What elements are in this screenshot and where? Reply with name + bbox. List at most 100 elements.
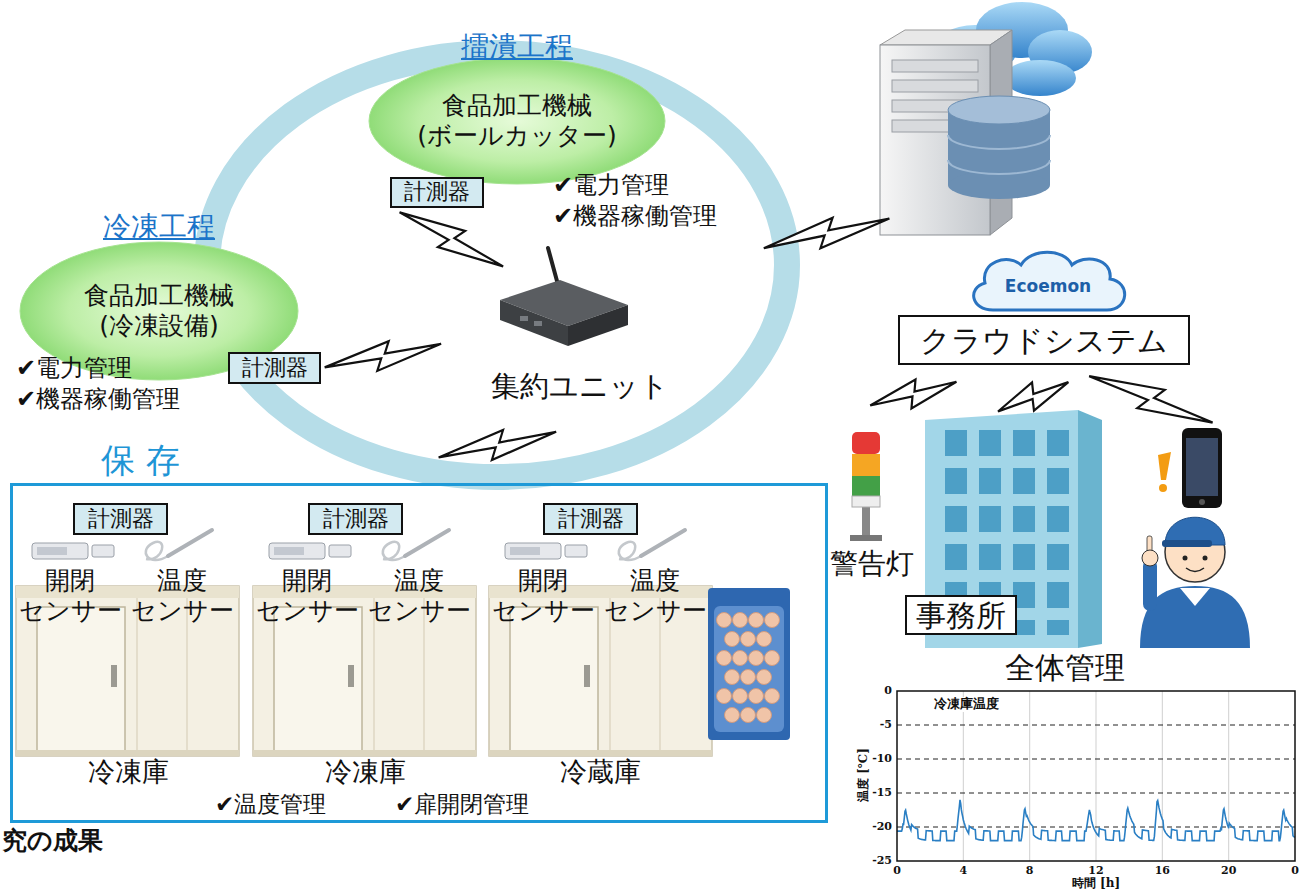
wireless-bolt: [761, 202, 892, 264]
temperature-chart: [897, 793, 1295, 794]
cloud-server-illustration: [880, 30, 1012, 45]
room-label: 冷凍庫: [295, 757, 435, 787]
room-label: 冷蔵庫: [530, 757, 670, 787]
food-piece: [757, 708, 772, 723]
food-piece: [725, 632, 740, 647]
signal-tower-illustration: [852, 476, 880, 496]
food-piece: [757, 632, 772, 647]
wireless-bolt: [867, 366, 959, 422]
temperature-chart: [897, 725, 1295, 726]
device-label: 集約ユニット: [470, 370, 690, 403]
meter-box: 計測器: [308, 503, 403, 535]
meter-label: 計測器: [242, 356, 308, 380]
food-piece: [733, 651, 748, 666]
smartphone-illustration: [1199, 499, 1205, 505]
check-item: ✔扉開閉管理: [395, 792, 529, 817]
worker-illustration: [1140, 452, 1250, 648]
signal-tower-illustration: [852, 496, 880, 507]
wireless-bolt: [994, 367, 1073, 426]
cloud-outline: [974, 252, 1125, 310]
tick-label: -5: [854, 718, 892, 731]
check-item: ✔機器稼働管理: [16, 386, 180, 414]
sensor-label: 温度 センサー: [363, 566, 475, 626]
worker-illustration: [1158, 452, 1171, 480]
food-piece: [733, 689, 748, 704]
door-sensor-illustration: [505, 543, 587, 559]
process-heading: 擂潰工程: [367, 30, 667, 64]
food-piece: [741, 708, 756, 723]
worker-illustration: [1162, 540, 1212, 547]
check-item: ✔電力管理: [16, 355, 132, 383]
worker-illustration: [1159, 484, 1167, 492]
tick-label: 0: [854, 684, 892, 697]
tick-label: -20: [854, 820, 892, 833]
cloud-server-illustration: [880, 2, 1092, 235]
system-box: クラウドシステム: [898, 315, 1190, 365]
worker-illustration: [1180, 588, 1210, 606]
tick-label: 12: [1078, 864, 1114, 877]
worker-illustration: [1186, 568, 1204, 572]
cloud-server-illustration: [892, 80, 978, 92]
wireless-bolt: [323, 328, 444, 385]
axis-title: 温度 [℃]: [857, 735, 871, 815]
worker-illustration: [1142, 550, 1158, 566]
food-piece: [749, 651, 764, 666]
cloud-server-illustration: [948, 135, 1050, 149]
signal-tower-illustration: [850, 432, 882, 541]
temperature-chart: [1162, 691, 1163, 861]
food-piece: [717, 613, 732, 628]
tick-label: 8: [1012, 864, 1048, 877]
aggregation-unit-illustration: [520, 316, 528, 321]
temperature-chart: [897, 691, 1295, 861]
cloud-server-illustration: [948, 160, 1050, 174]
process-body: 食品加工機械 (冷凍設備): [28, 281, 290, 341]
box-label: 事務所: [916, 599, 1006, 632]
cloud-server-illustration: [948, 171, 1050, 199]
sensor-label: 開閉 センサー: [14, 566, 126, 626]
food-piece: [749, 613, 764, 628]
process-body: 食品加工機械 (ボールカッター): [377, 91, 657, 151]
worker-illustration: [1203, 556, 1208, 561]
process-ellipse: 擂潰工程食品加工機械 (ボールカッター): [367, 30, 667, 186]
service-cloud: Ecoemon: [963, 246, 1133, 314]
process-heading: 冷凍工程: [18, 210, 300, 244]
smartphone-illustration: [1182, 428, 1222, 508]
signal-tower-illustration: [852, 432, 880, 454]
meter-label: 計測器: [323, 507, 389, 531]
sensor-label: 温度 センサー: [126, 566, 238, 626]
room-label: 冷凍庫: [58, 757, 198, 787]
temperature-chart: [1228, 691, 1229, 861]
aggregation-unit-illustration: [534, 321, 542, 326]
temperature-chart: [897, 800, 1295, 841]
food-piece: [725, 670, 740, 685]
temperature-chart: [963, 691, 1228, 861]
aggregation-unit-illustration: [500, 248, 628, 346]
temperature-chart: [1096, 691, 1097, 861]
food-piece: [733, 613, 748, 628]
chart-title: 冷凍庫温度: [932, 697, 1001, 712]
process-ring: [207, 53, 787, 477]
tick-label: 4: [945, 864, 981, 877]
aggregation-unit-illustration: [568, 305, 628, 346]
sensor-label: 温度 センサー: [599, 566, 711, 626]
smartphone-illustration: [1186, 438, 1218, 496]
tick-label: 16: [1144, 864, 1180, 877]
axis-title: 時間 [h]: [1056, 877, 1136, 890]
cloud-server-illustration: [948, 96, 1050, 124]
signal-tower-illustration: [862, 506, 870, 538]
meter-label: 計測器: [558, 507, 624, 531]
cloud-server-illustration: [1004, 60, 1076, 96]
cloud-label: Ecoemon: [1005, 277, 1091, 296]
signal-tower-illustration: [850, 535, 882, 541]
section-heading: 究の成果: [2, 827, 103, 856]
meter-label: 計測器: [88, 507, 154, 531]
tick-label: 0: [1277, 864, 1308, 877]
region-heading: 保 存: [101, 440, 180, 481]
food-piece: [741, 670, 756, 685]
meter-box: 計測器: [543, 503, 638, 535]
temperature-chart: [897, 725, 1295, 827]
meter-box: 計測器: [73, 503, 168, 535]
meter-box: 計測器: [390, 177, 484, 208]
door-sensor-illustration: [269, 543, 351, 559]
